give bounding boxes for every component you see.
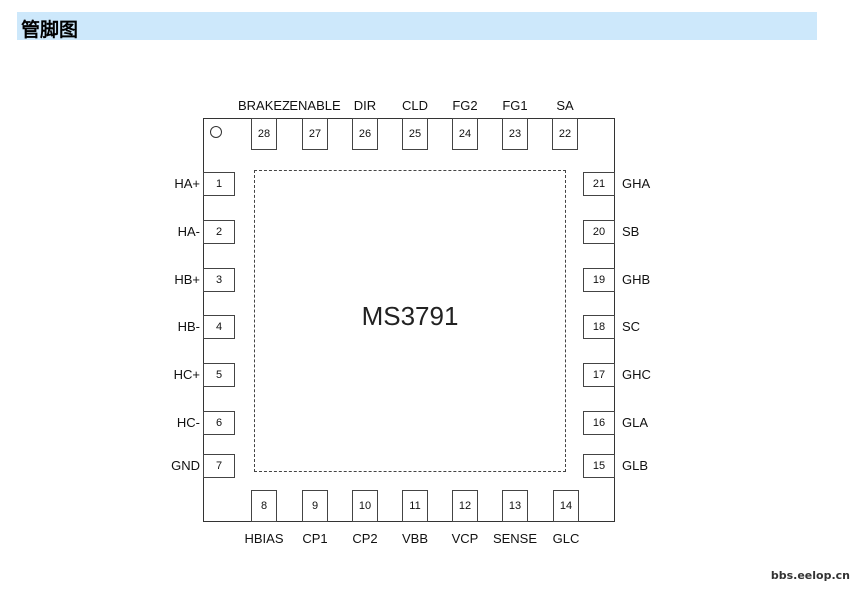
chip-die-outline: MS3791 [254, 170, 566, 472]
pin-box: 4 [203, 315, 235, 339]
pin-box: 7 [203, 454, 235, 478]
pin-box: 23 [502, 118, 528, 150]
pin-box: 20 [583, 220, 615, 244]
pin-box: 3 [203, 268, 235, 292]
watermark: bbs.eelop.cn [770, 569, 850, 582]
pin-box: 28 [251, 118, 277, 150]
pin-label: SC [622, 319, 641, 334]
pin-box: 14 [553, 490, 579, 522]
pin-label: GLA [622, 415, 649, 430]
pin-label: VBB [401, 531, 428, 546]
pin-label: GHC [622, 367, 651, 382]
pin-box: 9 [302, 490, 328, 522]
pin-box: 24 [452, 118, 478, 150]
pin-label: HB+ [174, 272, 200, 287]
pin-box: 10 [352, 490, 378, 522]
pin-box: 5 [203, 363, 235, 387]
header-bar: 管脚图 [17, 12, 817, 41]
pin-box: 12 [452, 490, 478, 522]
pin-label: GLC [552, 531, 580, 546]
pin1-indicator-icon [210, 126, 222, 138]
pin-label: SB [622, 224, 640, 239]
pin-box: 2 [203, 220, 235, 244]
pin-label: HA- [177, 224, 200, 239]
pin-box: 22 [552, 118, 578, 150]
chip-name: MS3791 [361, 301, 459, 331]
pin-label: CP2 [352, 531, 378, 546]
pin-label: HA+ [174, 176, 200, 191]
pin-box: 27 [302, 118, 328, 150]
pin-box: 6 [203, 411, 235, 435]
pin-label: ENABLE [289, 98, 341, 113]
pin-label: FG2 [452, 98, 478, 113]
pin-label: SENSE [492, 531, 538, 546]
pin-box: 15 [583, 454, 615, 478]
pin-label: GLB [622, 458, 649, 473]
pin-label: SA [556, 98, 574, 113]
pin-label: CLD [401, 98, 428, 113]
pin-label: FG1 [502, 98, 528, 113]
pin-label: HC- [176, 415, 200, 430]
pin-box: 8 [251, 490, 277, 522]
pin-label: VCP [451, 531, 479, 546]
pin-label: HC+ [173, 367, 200, 382]
pin-box: 13 [502, 490, 528, 522]
pin-box: 21 [583, 172, 615, 196]
pin-label: HB- [177, 319, 200, 334]
pin-box: 16 [583, 411, 615, 435]
pin-label: CP1 [302, 531, 328, 546]
pin-label: DIR [353, 98, 377, 113]
pin-box: 19 [583, 268, 615, 292]
pin-box: 25 [402, 118, 428, 150]
pin-box: 26 [352, 118, 378, 150]
pin-label: GND [171, 458, 200, 473]
pin-label: GHB [622, 272, 651, 287]
pin-box: 11 [402, 490, 428, 522]
chip-package [203, 118, 615, 522]
pin-box: 17 [583, 363, 615, 387]
pin-label: BRAKEZ [237, 98, 290, 113]
pin-label: GHA [622, 176, 651, 191]
pin-box: 1 [203, 172, 235, 196]
pin-box: 18 [583, 315, 615, 339]
page-title: 管脚图 [21, 19, 79, 41]
pin-label: HBIAS [244, 531, 284, 546]
